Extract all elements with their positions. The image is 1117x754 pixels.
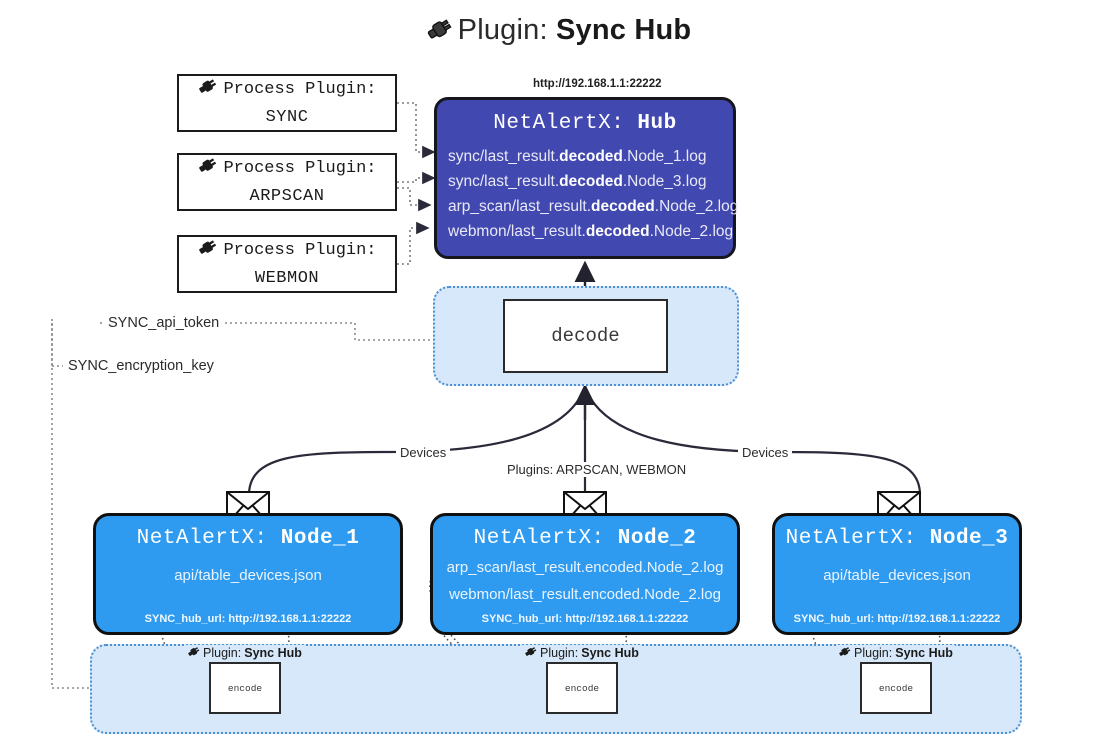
plug-icon	[197, 237, 219, 267]
process-plugin-box-arpscan[interactable]: Process Plugin: ARPSCAN	[177, 153, 397, 211]
edge-label-devices-left: Devices	[396, 445, 451, 460]
process-plugin-name: WEBMON	[254, 268, 320, 288]
node-hub-url: SYNC_hub_url: http://192.168.1.1:22222	[481, 613, 689, 625]
node-file-list: arp_scan/last_result.encoded.Node_2.log …	[433, 554, 737, 608]
process-plugin-box-sync[interactable]: Process Plugin: SYNC	[177, 74, 397, 132]
hub-box[interactable]: NetAlertX: Hub sync/last_result.decoded.…	[434, 97, 739, 259]
decode-label: decode	[551, 325, 620, 347]
decode-box[interactable]: decode	[503, 299, 668, 373]
hub-file-row: sync/last_result.decoded.Node_1.log	[448, 148, 707, 165]
encoder-caption-3: Plugin: Sync Hub	[836, 645, 955, 661]
node-box-3[interactable]: NetAlertX: Node_3 api/table_devices.json…	[772, 513, 1022, 635]
plug-icon	[187, 645, 201, 661]
encoder-caption-name: Sync Hub	[895, 646, 953, 660]
hub-title: NetAlertX: Hub	[437, 112, 733, 135]
encode-label: encode	[878, 682, 914, 694]
sync-encryption-key-label: SYNC_encryption_key	[63, 358, 219, 374]
encoder-caption-prefix: Plugin:	[854, 646, 893, 660]
plug-icon	[426, 16, 454, 50]
encode-box-1[interactable]: encode	[209, 662, 281, 714]
encoder-caption-prefix: Plugin:	[203, 646, 242, 660]
node-box-2[interactable]: NetAlertX: Node_2 arp_scan/last_result.e…	[430, 513, 740, 635]
encoder-caption-2: Plugin: Sync Hub	[522, 645, 641, 661]
node-file-row: api/table_devices.json	[823, 567, 971, 584]
process-plugin-label: Process Plugin:	[223, 80, 377, 100]
encoder-caption-1: Plugin: Sync Hub	[185, 645, 304, 661]
encoder-caption-name: Sync Hub	[244, 646, 302, 660]
process-plugin-name: ARPSCAN	[249, 186, 325, 206]
hub-file-row: arp_scan/last_result.decoded.Node_2.log	[448, 198, 739, 215]
plug-icon	[197, 76, 219, 106]
process-plugin-label: Process Plugin:	[223, 241, 377, 261]
hub-title-name: Hub	[637, 112, 677, 135]
page-title: Plugin: Sync Hub	[0, 14, 1117, 50]
process-plugin-label: Process Plugin:	[223, 159, 377, 179]
node-title: NetAlertX: Node_1	[136, 527, 360, 550]
hub-file-row: sync/last_result.decoded.Node_3.log	[448, 173, 707, 190]
node-file-list: api/table_devices.json	[775, 562, 1019, 589]
plug-icon	[838, 645, 852, 661]
node-file-row: arp_scan/last_result.encoded.Node_2.log	[446, 559, 724, 576]
encode-box-2[interactable]: encode	[546, 662, 618, 714]
hub-file-row: webmon/last_result.decoded.Node_2.log	[448, 223, 734, 240]
edge-label-plugins-center: Plugins: ARPSCAN, WEBMON	[504, 462, 690, 477]
page-title-prefix: Plugin:	[457, 14, 556, 46]
encode-label: encode	[227, 682, 263, 694]
process-plugin-name: SYNC	[265, 107, 309, 127]
sync-api-token-label: SYNC_api_token	[103, 315, 225, 331]
hub-url-label: http://192.168.1.1:22222	[533, 78, 662, 90]
node-hub-url: SYNC_hub_url: http://192.168.1.1:22222	[793, 613, 1001, 625]
encoder-caption-name: Sync Hub	[581, 646, 639, 660]
page-title-name: Sync Hub	[555, 14, 692, 46]
hub-file-list: sync/last_result.decoded.Node_1.log sync…	[437, 144, 739, 244]
hub-title-prefix: NetAlertX:	[493, 112, 638, 135]
process-plugin-box-webmon[interactable]: Process Plugin: WEBMON	[177, 235, 397, 293]
node-file-row: webmon/last_result.encoded.Node_2.log	[449, 586, 721, 603]
node-box-1[interactable]: NetAlertX: Node_1 api/table_devices.json…	[93, 513, 403, 635]
encode-box-3[interactable]: encode	[860, 662, 932, 714]
node-file-row: api/table_devices.json	[174, 567, 322, 584]
node-title: NetAlertX: Node_3	[785, 527, 1009, 550]
encoder-caption-prefix: Plugin:	[540, 646, 579, 660]
node-title: NetAlertX: Node_2	[473, 527, 697, 550]
encode-label: encode	[564, 682, 600, 694]
node-file-list: api/table_devices.json	[96, 562, 400, 589]
plug-icon	[524, 645, 538, 661]
edge-label-devices-right: Devices	[738, 445, 793, 460]
plug-icon	[197, 155, 219, 185]
node-hub-url: SYNC_hub_url: http://192.168.1.1:22222	[144, 613, 352, 625]
